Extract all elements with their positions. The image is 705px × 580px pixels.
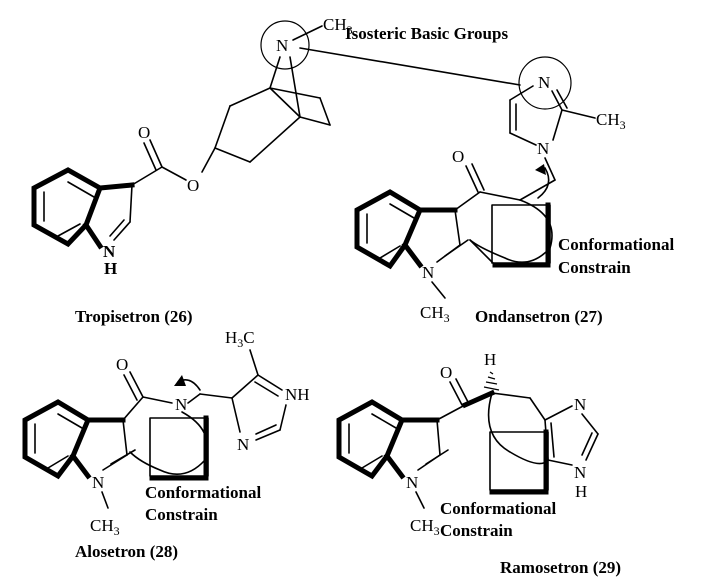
alosetron-carbonyl-oxygen: O: [116, 355, 128, 374]
alosetron-conformational-label: Conformational: [145, 483, 261, 502]
tropisetron-carbonyl-oxygen: O: [138, 123, 150, 142]
alosetron-imidazole-nh: NH: [285, 385, 310, 404]
alosetron-name: Alosetron (28): [75, 542, 178, 561]
ondansetron-rotation-arrow: [537, 167, 550, 199]
ramosetron-n-ch3: CH3: [410, 516, 440, 538]
ondansetron-n-ch3: CH3: [420, 303, 450, 325]
ramosetron-chiral-h: H: [484, 350, 496, 369]
ondansetron-name: Ondansetron (27): [475, 307, 603, 326]
isosteric-connector-line: [299, 47, 521, 86]
tropisetron-n-atom: N: [276, 36, 288, 55]
ramosetron-indole-n: N: [406, 473, 418, 492]
alosetron-imidazole-n: N: [237, 435, 249, 454]
ondansetron-imidazole-n1: N: [537, 139, 549, 158]
ondansetron-ch3-label: CH3: [596, 110, 626, 132]
isosteric-groups-label: Isosteric Basic Groups: [345, 24, 508, 43]
ondansetron-carbonyl-oxygen: O: [452, 147, 464, 166]
alosetron-indole-n: N: [92, 473, 104, 492]
alosetron-methyl-label: H3C: [225, 328, 255, 350]
alosetron-n-ch3: CH3: [90, 516, 120, 538]
tropisetron-name: Tropisetron (26): [75, 307, 193, 326]
ondansetron-structure: N N CH3 O N: [354, 56, 674, 326]
tropisetron-structure: N CH3 O O N H Tropise: [31, 15, 353, 326]
ramosetron-constrain-label: Constrain: [440, 521, 513, 540]
ondansetron-indole-n: N: [422, 263, 434, 282]
tropisetron-indole-nh-n: N: [103, 242, 116, 261]
ramosetron-conformational-label: Conformational: [440, 499, 556, 518]
tropisetron-ester-oxygen: O: [187, 176, 199, 195]
ondansetron-imidazole-n: N: [538, 73, 550, 92]
ondansetron-conformational-label: Conformational: [558, 235, 674, 254]
ondansetron-n-highlight-circle: [518, 56, 572, 110]
tropisetron-indole-nh-h: H: [104, 259, 117, 278]
alosetron-constrain-label: Constrain: [145, 505, 218, 524]
alosetron-structure: H3C NH N N O N: [22, 328, 310, 561]
alosetron-amide-n: N: [175, 395, 187, 414]
ramosetron-imidazole-nh-n: N: [574, 463, 586, 482]
ondansetron-constrain-label: Constrain: [558, 258, 631, 277]
ramosetron-carbonyl-oxygen: O: [440, 363, 452, 382]
ramosetron-imidazole-nh-h: H: [575, 482, 587, 501]
tropisetron-n-highlight-circle: [260, 20, 310, 70]
ramosetron-structure: O H N N H N: [336, 350, 621, 577]
ramosetron-hashed-wedge: [483, 371, 500, 391]
ramosetron-imidazole-n: N: [574, 395, 586, 414]
tropisetron-ch3-label: CH3: [323, 15, 353, 37]
ramosetron-name: Ramosetron (29): [500, 558, 621, 577]
